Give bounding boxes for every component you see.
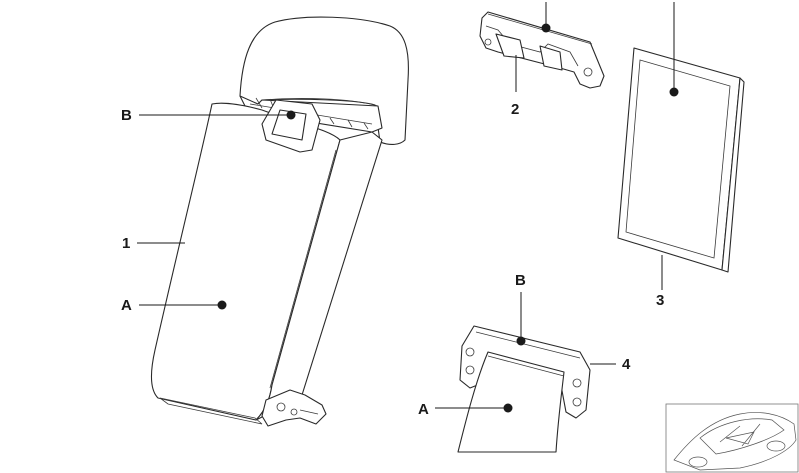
callout-dot-b-top <box>286 110 296 120</box>
callout-dot-a-bottom <box>503 403 513 413</box>
label-a-left: A <box>121 297 132 314</box>
callout-dot-panel <box>669 87 679 97</box>
cover-sheet <box>457 351 565 453</box>
label-2: 2 <box>511 101 519 118</box>
armrest-backrest-part <box>137 16 409 427</box>
label-1: 1 <box>122 235 130 252</box>
label-3: 3 <box>656 292 664 309</box>
label-4: 4 <box>622 356 631 373</box>
label-a-bottom: A <box>418 401 429 418</box>
callout-dot-b-bottom <box>516 336 526 346</box>
vehicle-location-thumbnail <box>665 403 799 473</box>
clip-bracket-part <box>479 2 605 92</box>
label-b-bottom: B <box>515 272 526 289</box>
callout-dot-top-bracket <box>541 23 551 33</box>
bracket-cover-part <box>435 292 616 453</box>
label-b-top: B <box>121 107 132 124</box>
hinge-bracket <box>261 389 327 427</box>
callout-dot-a-left <box>217 300 227 310</box>
panel-part <box>617 2 745 290</box>
